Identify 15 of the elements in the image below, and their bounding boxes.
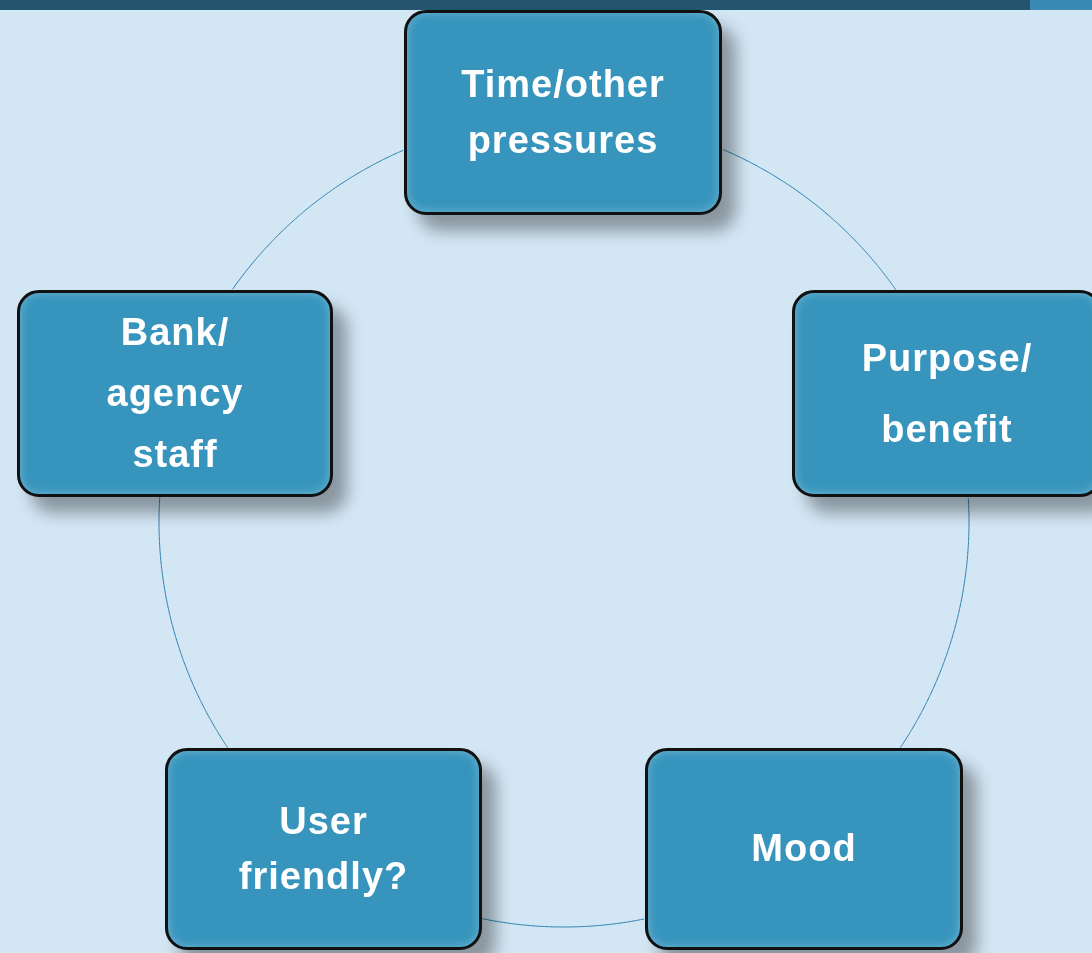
box-label: Mood <box>751 826 857 872</box>
rounded-box <box>645 748 963 950</box>
rounded-box <box>17 290 333 497</box>
connector-line <box>158 496 229 749</box>
box-label: User friendly? <box>237 798 410 899</box>
rounded-box <box>792 290 1092 497</box>
box-label: Time/other pressures <box>460 62 666 163</box>
connector-line <box>722 149 897 291</box>
connector-line <box>899 497 970 749</box>
box-label: Purpose/ benefit <box>860 336 1034 452</box>
rounded-box <box>165 748 482 950</box>
connector-line <box>232 149 404 290</box>
box-label: Bank/ agency staff <box>105 310 245 477</box>
rounded-box <box>404 10 722 215</box>
connector-line <box>481 918 645 928</box>
